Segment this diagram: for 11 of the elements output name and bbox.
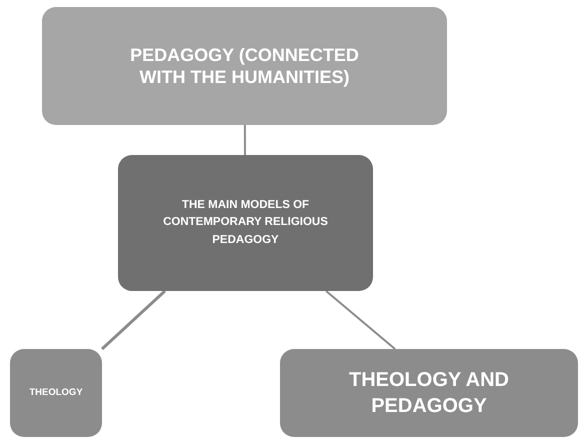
box-label: PEDAGOGY (CONNECTED WITH THE HUMANITIES): [129, 44, 360, 88]
process-box: [280, 349, 578, 437]
box-label: THEOLOGY: [29, 387, 83, 399]
box-label: THE MAIN MODELS OF CONTEMPORARY RELIGIOUS PEDAGOGY: [162, 198, 329, 248]
box-label: THEOLOGY AND PEDAGOGY: [348, 368, 510, 419]
connector-line: [244, 125, 246, 155]
connector-line: [325, 290, 396, 350]
process-box: [10, 349, 102, 437]
connector-line: [100, 290, 166, 350]
process-box: [118, 155, 373, 291]
process-box: [42, 7, 447, 125]
